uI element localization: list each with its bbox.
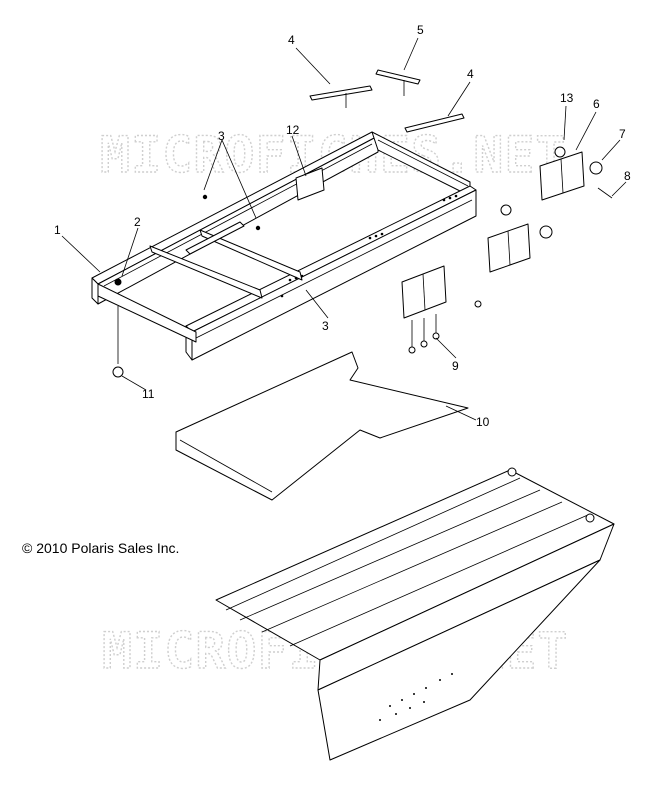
callout-7: 7 (619, 127, 626, 141)
trim-strip-right (404, 113, 465, 133)
callout-5: 5 (417, 23, 424, 37)
callout-6: 6 (593, 97, 600, 111)
fastener (112, 306, 124, 378)
box-frame (91, 131, 477, 361)
callout-12: 12 (286, 123, 300, 137)
assembled-box (215, 467, 615, 761)
callout-2: 2 (134, 215, 141, 229)
callout-4b: 4 (467, 67, 474, 81)
callout-3b: 3 (322, 319, 329, 333)
copyright-text: © 2010 Polaris Sales Inc. (22, 540, 180, 556)
hinge-lower (401, 265, 482, 354)
hinge-upper (539, 146, 613, 201)
callout-11: 11 (142, 387, 155, 401)
callout-13: 13 (560, 91, 574, 105)
floor-panel (175, 351, 469, 501)
callout-10: 10 (476, 415, 490, 429)
callout-4a: 4 (288, 33, 295, 47)
leader-lines (61, 37, 627, 421)
callout-8: 8 (624, 169, 631, 183)
callout-1: 1 (54, 223, 61, 237)
trim-strip-center (375, 69, 421, 96)
callout-9: 9 (452, 359, 459, 373)
hinge-middle (487, 204, 553, 273)
trim-strip-left (309, 85, 373, 108)
callout-3a: 3 (218, 129, 225, 143)
